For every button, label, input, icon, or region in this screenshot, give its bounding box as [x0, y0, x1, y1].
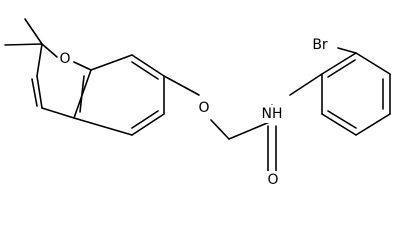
c3-c4-bond: [36, 75, 43, 109]
nitrogen-aryl-bond: [289, 73, 323, 96]
methyl-bond-1: [24, 18, 43, 45]
o1-c8a-bond: [73, 61, 92, 71]
aryl-c6-c1-bond: [321, 52, 357, 75]
c4a-c8a-inner-double-bond: [79, 75, 85, 113]
c7-ether-oxygen-bond: [163, 75, 200, 96]
aryl-c2-c3-bond: [321, 113, 357, 136]
amide-nitrogen-label-bg: [256, 105, 289, 123]
c3-c4-double-bond: [31, 78, 38, 107]
carbonyl-oxygen-label-bg: [266, 171, 281, 188]
aryl-bromine-bond: [337, 47, 357, 54]
ch2-carbonyl-bond: [228, 120, 273, 140]
c6-c5-double-bond: [131, 110, 159, 129]
c5-c4a-bond: [73, 117, 133, 136]
ether-oxygen-ch2-bond: [210, 119, 230, 140]
aryl-c6-c1-double-bond: [327, 59, 356, 78]
atom-labels: O O NH O Br: [58, 36, 336, 188]
ring-oxygen-label-bg: [58, 51, 72, 67]
bromine-label: Br: [312, 37, 328, 53]
c8-c7-double-bond: [131, 61, 159, 80]
c4-c4a-bond: [41, 107, 75, 119]
carbonyl-oxygen-label: O: [267, 172, 278, 188]
c2-o1-bond: [41, 43, 58, 58]
c8a-c8-bond: [90, 54, 133, 71]
c8-c7-bond: [131, 54, 165, 77]
c2-c3-bond: [36, 43, 43, 77]
chemical-structure-diagram: O O NH O Br: [4, 18, 391, 188]
ether-oxygen-label-bg: [196, 99, 211, 117]
aryl-c2-c3-double-bond: [327, 110, 357, 129]
aryl-c5-c6-bond: [355, 52, 391, 75]
methyl-bond-2: [4, 43, 43, 46]
aryl-c3-c4-bond: [355, 113, 391, 136]
ether-oxygen-label: O: [198, 100, 209, 116]
ring-oxygen-label: O: [59, 51, 70, 67]
amide-nitrogen-label: NH: [262, 106, 283, 122]
c6-c5-bond: [131, 113, 165, 136]
bromine-label-bg: [306, 36, 336, 54]
